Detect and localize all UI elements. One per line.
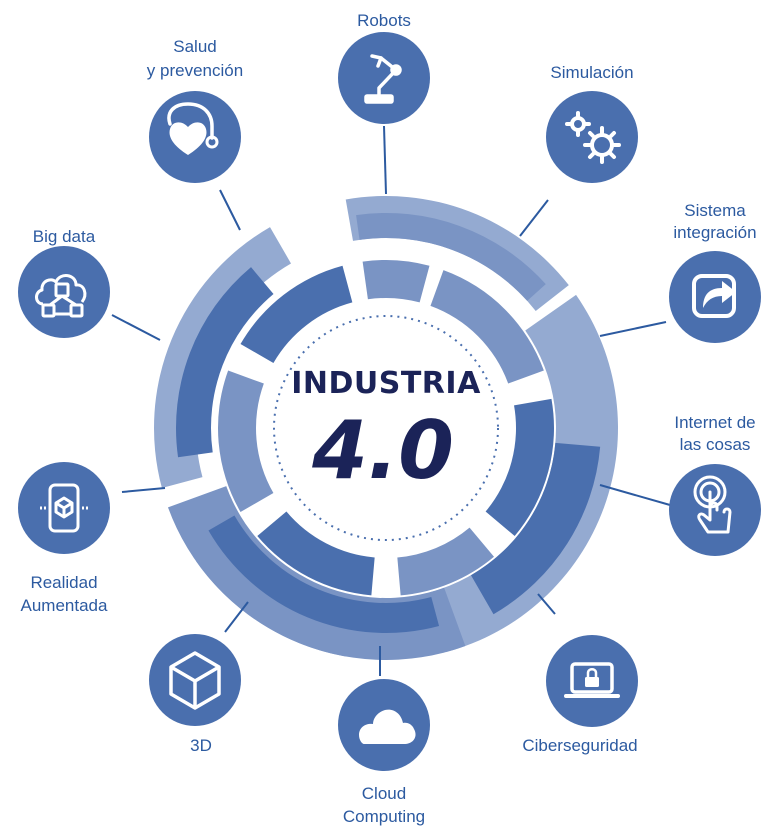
- ring-outer-segment: [208, 515, 440, 633]
- sistema-integracion-label-line: integración: [673, 223, 756, 242]
- internet-cosas-icon-circle: [669, 464, 761, 556]
- ring-middle-segment: [430, 270, 544, 384]
- realidad-aumentada-label-line: Aumentada: [21, 596, 108, 615]
- connector-line: [219, 189, 241, 231]
- ciberseguridad-label-line: Ciberseguridad: [522, 736, 637, 755]
- connector-line: [537, 593, 556, 615]
- ring-outer-segment: [175, 267, 274, 458]
- connector-line: [224, 601, 249, 633]
- salud-prevencion-label-line: Salud: [173, 37, 216, 56]
- connector-lines: [111, 125, 671, 676]
- sistema-integracion-icon-circle: [669, 251, 761, 343]
- sistema-integracion-label-line: Sistema: [684, 201, 746, 220]
- node-ciberseguridad: Ciberseguridad: [522, 635, 638, 755]
- ring-middle-segment: [218, 370, 274, 512]
- cube-icon: [169, 651, 221, 710]
- node-sistema-integracion: Sistema integración: [669, 201, 761, 343]
- internet-cosas-label-line: Internet de: [674, 413, 755, 432]
- ring-outer-segment: [471, 442, 601, 615]
- connector-line: [599, 321, 667, 337]
- center-title: INDUSTRIA: [291, 366, 481, 401]
- connector-line: [111, 314, 161, 341]
- ring-outer-segment: [356, 213, 546, 301]
- salud-prevencion-label-line: y prevención: [147, 61, 243, 80]
- node-salud-prevencion: Salud y prevención: [147, 37, 243, 183]
- cloud-computing-label-line: Cloud: [362, 784, 406, 803]
- node-cloud-computing: Cloud Computing: [338, 679, 430, 826]
- node-big-data: Big data: [18, 227, 110, 338]
- simulacion-label-line: Simulación: [550, 63, 633, 82]
- touch-hand-icon: [693, 475, 732, 534]
- laptop-lock-icon: [564, 662, 620, 698]
- realidad-aumentada-label-line: Realidad: [30, 573, 97, 592]
- center-version: 4.0: [311, 404, 454, 497]
- connector-line: [519, 199, 549, 237]
- robots-label-line: Robots: [357, 11, 411, 30]
- ring-middle-segment: [240, 265, 353, 363]
- node-simulacion: Simulación: [546, 63, 638, 183]
- ring-middle-segment: [485, 398, 554, 536]
- connector-line: [121, 487, 166, 493]
- big-data-label-line: Big data: [33, 227, 96, 246]
- inner-dotted-circle: [273, 315, 499, 541]
- connector-line: [599, 484, 671, 506]
- ring-middle-segment: [397, 527, 494, 596]
- connector-line: [383, 125, 387, 195]
- robot-arm-icon: [364, 54, 402, 104]
- internet-cosas-label-line: las cosas: [680, 435, 751, 454]
- ar-phone-icon: [40, 483, 88, 533]
- gears-icon: [565, 111, 621, 164]
- cloud-icon: [359, 709, 416, 744]
- ring-outer-segment: [429, 294, 618, 653]
- node-internet-cosas: Internet de las cosas: [669, 413, 761, 556]
- node-robots: Robots: [338, 11, 430, 124]
- cloud-computing-label-line: Computing: [343, 807, 425, 826]
- cloud-network-icon: [35, 274, 87, 318]
- node-3d: 3D: [149, 634, 241, 755]
- ring-middle-segment: [362, 260, 430, 303]
- share-arrow-icon: [692, 274, 736, 318]
- ring-middle-segment: [257, 511, 375, 596]
- robots-icon-circle: [338, 32, 430, 124]
- center-rings: [154, 196, 618, 660]
- stethoscope-heart-icon: [167, 102, 219, 155]
- 3d-label-line: 3D: [190, 736, 212, 755]
- big-data-icon-circle: [18, 246, 110, 338]
- node-realidad-aumentada: Realidad Aumentada: [18, 462, 110, 615]
